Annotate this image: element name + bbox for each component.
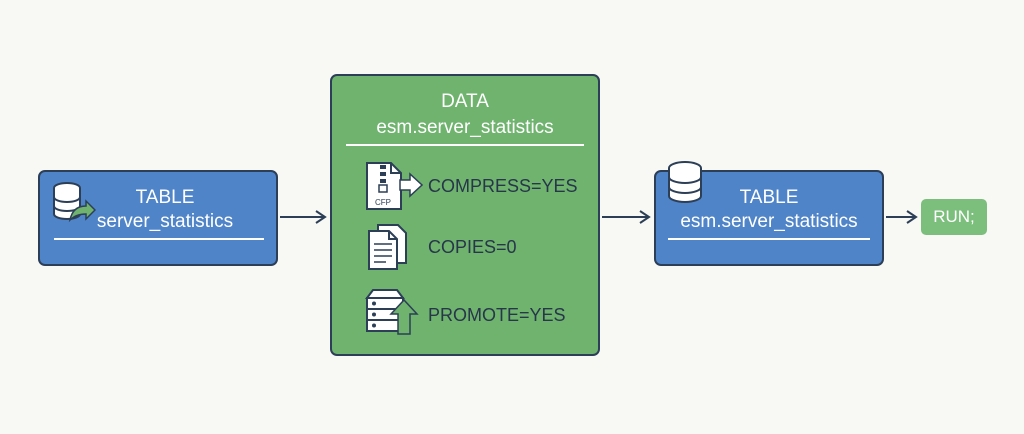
arrow-data-to-target (602, 210, 651, 224)
option-promote: PROMOTE=YES (428, 305, 566, 325)
source-table-name: server_statistics (96, 211, 234, 232)
server-upload-icon (364, 286, 420, 343)
target-divider (668, 238, 870, 240)
data-type-label: DATA (441, 91, 489, 112)
source-type-label: TABLE (135, 187, 195, 208)
data-divider (346, 144, 584, 146)
database-arrow-icon (50, 180, 97, 231)
arrow-target-to-run (886, 210, 918, 224)
option-compress: COMPRESS=YES (428, 176, 578, 196)
compressed-file-icon: CFP (364, 160, 428, 217)
source-divider (54, 238, 264, 240)
option-copies: COPIES=0 (428, 237, 517, 257)
database-icon (666, 160, 706, 211)
arrow-source-to-data (280, 210, 327, 224)
documents-icon (366, 222, 412, 277)
cfp-label: CFP (375, 198, 391, 207)
target-type-label: TABLE (739, 187, 799, 208)
data-dataset-name: esm.server_statistics (376, 117, 554, 138)
run-statement: RUN; (921, 199, 987, 235)
target-table-name: esm.server_statistics (680, 211, 858, 232)
